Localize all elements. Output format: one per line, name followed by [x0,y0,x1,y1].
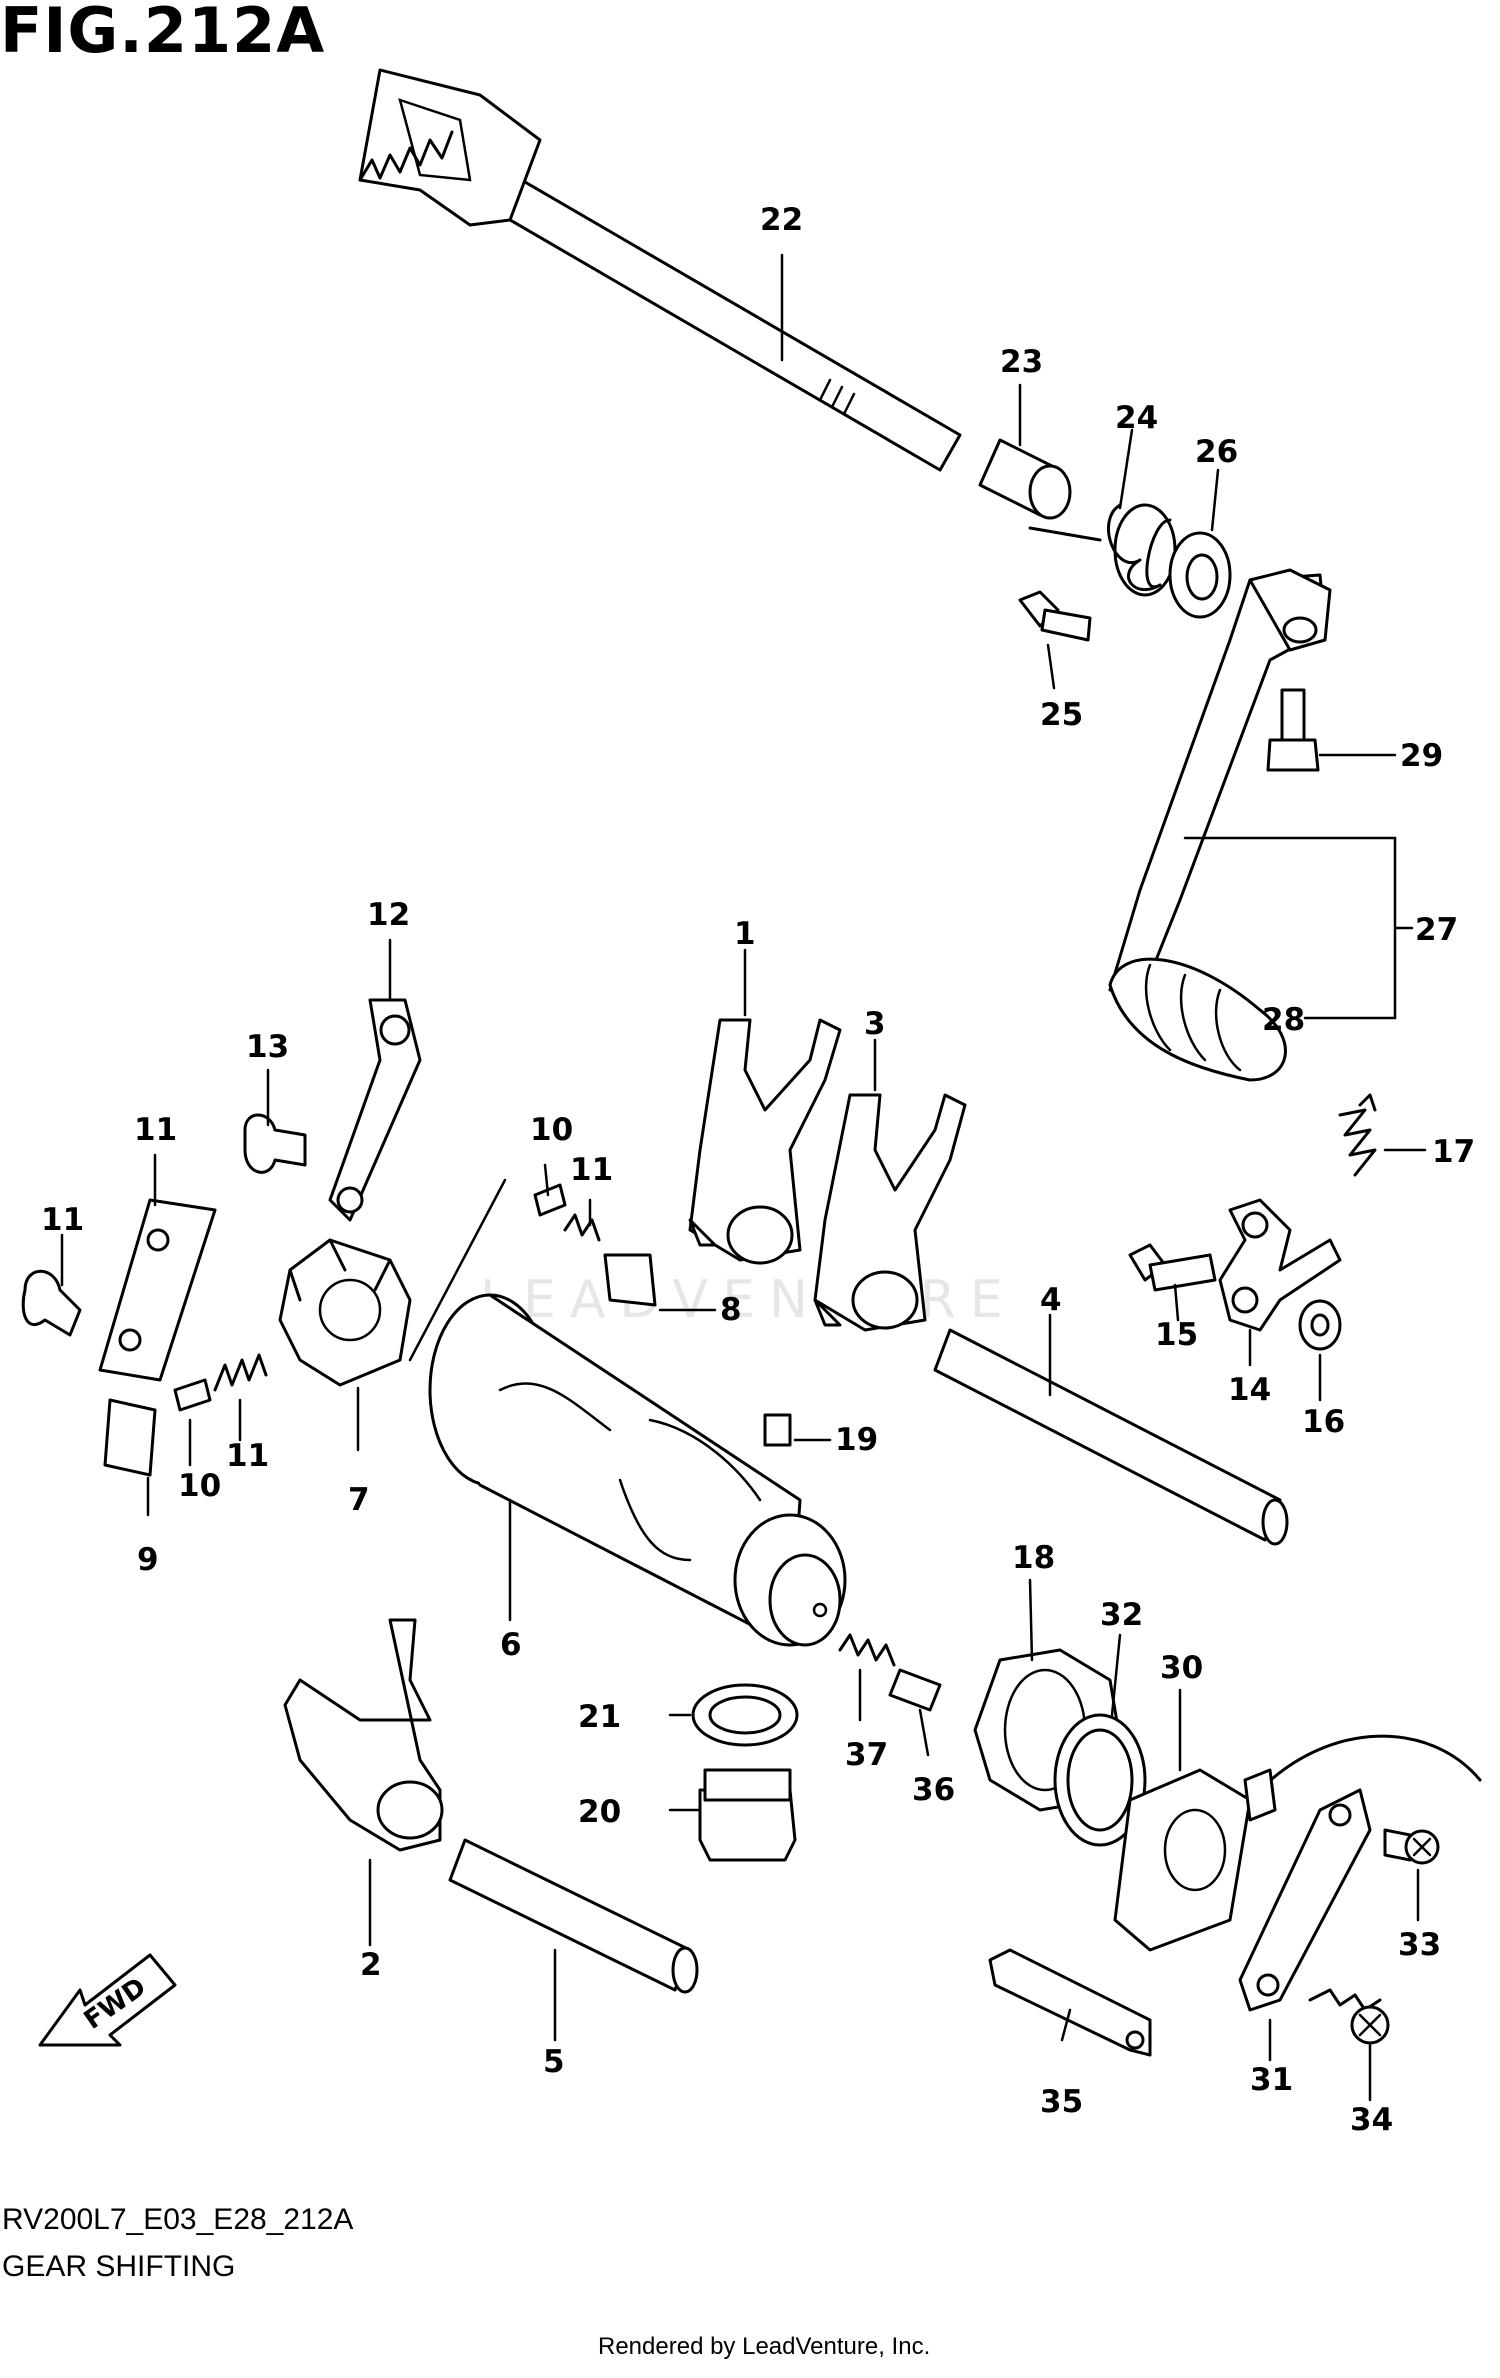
part-clamp-33[interactable] [1238,1788,1372,2012]
part-gearshift-cam-drum[interactable] [428,1293,847,1647]
fwd-arrow-icon: FWD [38,1953,177,2047]
leader-lines [60,253,1427,2102]
callout-25[interactable]: 23 [1000,344,1043,380]
callout-36[interactable]: 34 [1350,2102,1393,2138]
part-screw-13[interactable] [21,1269,82,1337]
part-shift-fork-3[interactable] [813,1093,967,1332]
callout-28[interactable]: 26 [1195,434,1238,470]
callout-5[interactable]: 5 [543,2044,565,2080]
part-fork-shaft-5[interactable] [448,1838,699,1994]
callout-14[interactable]: 12 [367,897,410,933]
part-gearshift-shaft[interactable] [358,68,962,472]
callout-1[interactable]: 1 [734,916,756,952]
callout-3[interactable]: 3 [864,1006,886,1042]
callout-13[interactable]: 11 [41,1202,84,1238]
callout-20[interactable]: 18 [1012,1540,1055,1576]
part-bolt-31[interactable] [1266,688,1320,772]
part-fork-shaft-4[interactable] [933,1328,1289,1546]
callout-29[interactable]: 27 [1415,912,1458,948]
part-gear-position-switch[interactable] [1113,1734,1482,1952]
part-screw-35[interactable] [1383,1828,1440,1865]
callout-22[interactable]: 20 [578,1794,621,1830]
callout-11b[interactable]: 11 [226,1438,269,1474]
figure-title: FIG.212A [0,0,326,67]
callout-17[interactable]: 15 [1155,1317,1198,1353]
part-shift-fork-1[interactable] [688,1018,842,1265]
callout-27[interactable]: 25 [1040,697,1083,733]
part-pin-21[interactable] [763,1413,792,1447]
callout-16[interactable]: 14 [1228,1372,1271,1408]
leader-cam-to-pin [408,1178,507,1362]
callout-33[interactable]: 31 [1250,2062,1293,2098]
callout-12[interactable]: 11 [134,1112,177,1148]
callout-24[interactable]: 22 [760,202,803,238]
callout-39[interactable]: 37 [845,1737,888,1773]
part-pin-10a[interactable] [173,1378,212,1412]
part-screw-36[interactable] [1308,1988,1390,2045]
part-cam-guide-plate[interactable] [98,1198,217,1382]
part-shift-fork-2[interactable] [283,1618,444,1852]
callout-6[interactable]: 6 [500,1627,522,1663]
part-plug-22[interactable] [698,1768,797,1862]
part-pawl-8[interactable] [603,1253,657,1307]
callout-10a[interactable]: 10 [530,1112,573,1148]
part-spring-39[interactable] [838,1633,896,1667]
callout-30[interactable]: 28 [1262,1002,1305,1038]
part-bolt-27[interactable] [1018,590,1092,642]
callout-38[interactable]: 36 [912,1772,955,1808]
part-spring-11b[interactable] [563,1213,601,1242]
part-spring-11a[interactable] [213,1353,268,1392]
callout-labels: 22 23 24 26 25 29 27 28 1 3 12 13 11 11 … [41,202,1475,2138]
part-clamp-37[interactable] [988,1948,1152,2057]
part-lever-grip[interactable] [1108,957,1287,1082]
part-pin-38[interactable] [888,1668,942,1712]
callout-9[interactable]: 9 [137,1542,159,1578]
callout-7[interactable]: 7 [348,1482,370,1518]
part-collar[interactable] [978,438,1072,520]
callout-8[interactable]: 8 [720,1292,742,1328]
part-gasket-23[interactable] [691,1683,799,1747]
callout-26[interactable]: 24 [1115,400,1158,436]
callout-21[interactable]: 19 [835,1422,878,1458]
callout-4[interactable]: 4 [1040,1282,1062,1318]
callout-18[interactable]: 16 [1302,1404,1345,1440]
callout-11a[interactable]: 11 [570,1152,613,1188]
part-gearshift-cam-plate[interactable] [278,1238,412,1387]
callout-35[interactable]: 33 [1398,1927,1441,1963]
part-pin-10b[interactable] [533,1183,567,1217]
figure-caption: GEAR SHIFTING [2,2250,236,2283]
callout-34[interactable]: 32 [1100,1597,1143,1633]
part-o-ring-34[interactable] [1053,1713,1147,1847]
rendered-by-credit: Rendered by LeadVenture, Inc. [598,2333,931,2360]
callout-15[interactable]: 13 [246,1029,289,1065]
callout-23[interactable]: 21 [578,1699,621,1735]
part-spring-19[interactable] [1338,1093,1377,1177]
part-screw-15[interactable] [243,1113,307,1174]
callout-10b[interactable]: 10 [178,1468,221,1504]
part-bolt-17[interactable] [1128,1243,1217,1292]
part-stopper-arm[interactable] [328,998,422,1222]
figure-code: RV200L7_E03_E28_212A [2,2203,354,2236]
part-oil-seal[interactable] [1168,531,1232,619]
part-washer-18[interactable] [1298,1299,1342,1351]
callout-37[interactable]: 35 [1040,2084,1083,2120]
callout-32[interactable]: 30 [1160,1650,1203,1686]
part-pawl-9[interactable] [103,1398,157,1477]
callout-31[interactable]: 29 [1400,738,1443,774]
callout-19[interactable]: 17 [1432,1134,1475,1170]
part-gearshift-lever[interactable] [1108,568,1332,1002]
part-cam-stopper-16[interactable] [1218,1198,1342,1332]
callout-2[interactable]: 2 [360,1947,382,1983]
